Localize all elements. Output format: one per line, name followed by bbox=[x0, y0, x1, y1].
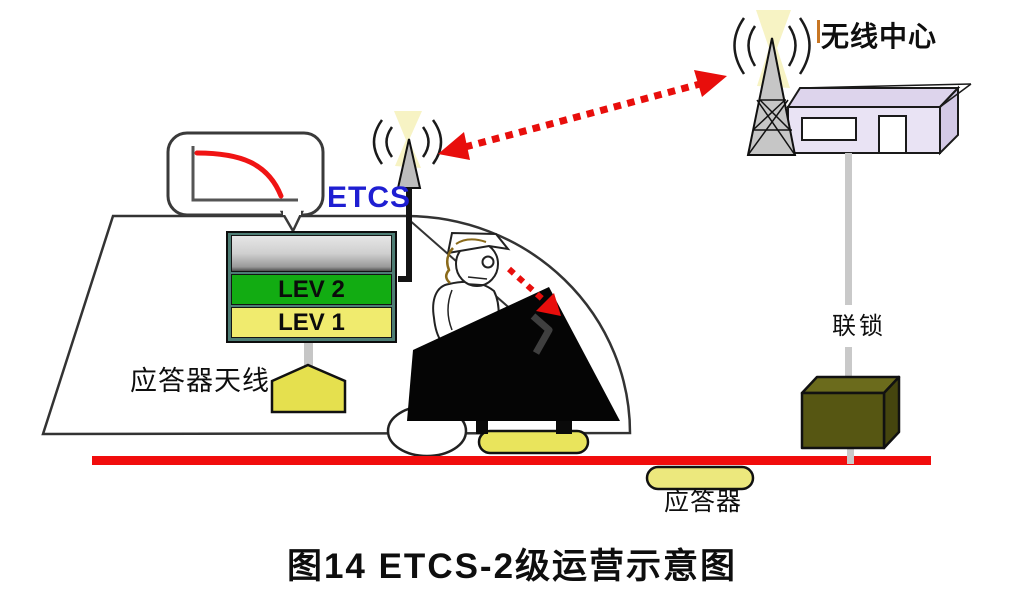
console-leg bbox=[556, 420, 572, 434]
building-eave-line bbox=[799, 83, 972, 89]
lev1-label: LEV 1 bbox=[278, 308, 345, 336]
radio-link-arrow bbox=[438, 70, 727, 160]
figure-caption: 图14 ETCS-2级运营示意图 bbox=[286, 547, 738, 586]
mast-antenna-tip bbox=[396, 138, 422, 189]
cab-arrowhead-icon bbox=[536, 293, 561, 316]
mast-radio-waves-icon bbox=[372, 119, 443, 165]
speed-axes bbox=[191, 146, 298, 202]
building-window bbox=[801, 117, 857, 141]
console-leg bbox=[476, 420, 488, 434]
balise-antenna-stem bbox=[304, 343, 313, 369]
text-cursor-artifact bbox=[817, 20, 820, 43]
onboard-equipment-box: LEV 2 LEV 1 bbox=[226, 231, 397, 343]
balise-antenna-shape bbox=[270, 363, 347, 414]
driver-hat bbox=[446, 231, 511, 255]
braking-curve bbox=[194, 150, 284, 199]
driver-hair bbox=[445, 247, 454, 284]
interlocking-connector-line bbox=[845, 153, 854, 464]
balise-antenna-label: 应答器天线 bbox=[130, 366, 270, 396]
driver-hair-top bbox=[455, 238, 487, 245]
balise-label: 应答器 bbox=[664, 489, 743, 516]
console-handle bbox=[530, 313, 553, 355]
under-train-antenna bbox=[477, 429, 590, 455]
mast-pole bbox=[398, 188, 412, 282]
etcs-label: ETCS bbox=[327, 181, 412, 214]
balise bbox=[645, 465, 755, 491]
radio-tower bbox=[746, 37, 797, 156]
interlocking-box bbox=[800, 375, 901, 450]
track-line bbox=[92, 456, 931, 465]
building-eave-line bbox=[939, 83, 972, 108]
arrowhead-right-icon bbox=[694, 70, 727, 97]
building-door bbox=[878, 115, 907, 154]
wireless-center-label: 无线中心 bbox=[821, 21, 938, 52]
cab-arrow bbox=[506, 266, 561, 316]
driver-glasses-icon bbox=[481, 255, 495, 269]
driver-mouth-line bbox=[467, 276, 488, 280]
driver-console bbox=[407, 287, 620, 421]
interlocking-label: 联锁 bbox=[832, 314, 886, 340]
equipment-screen-panel bbox=[231, 235, 392, 272]
display-bubble bbox=[166, 131, 325, 234]
tower-radio-waves-icon bbox=[733, 17, 811, 75]
lev1-panel: LEV 1 bbox=[231, 307, 392, 338]
driver-arm-line bbox=[447, 289, 453, 331]
building-roof bbox=[786, 87, 961, 108]
wireless-center-building bbox=[786, 83, 972, 156]
arrowhead-left-icon bbox=[438, 132, 470, 160]
lev2-label: LEV 2 bbox=[278, 275, 345, 303]
lev2-panel: LEV 2 bbox=[231, 274, 392, 305]
driver-chin-line bbox=[468, 283, 486, 286]
